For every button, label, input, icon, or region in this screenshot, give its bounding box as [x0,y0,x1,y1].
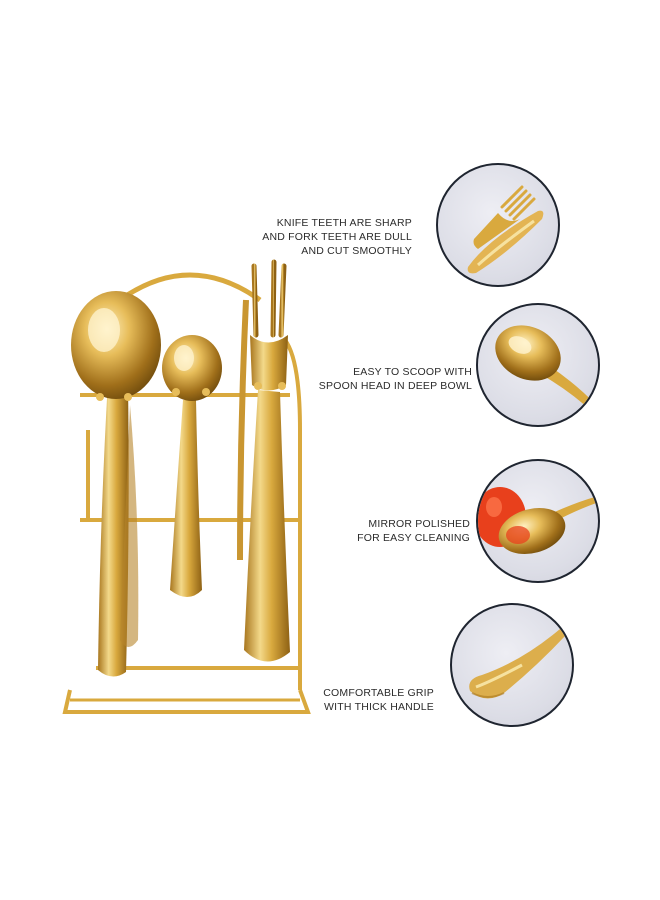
feature-caption-line: SPOON HEAD IN DEEP BOWL [318,380,472,392]
stand-hooks [96,382,286,401]
feature-caption-mirror-polish: MIRROR POLISHED FOR EASY CLEANING [260,517,470,545]
large-spoon [71,291,161,677]
feature-caption-thick-handle: COMFORTABLE GRIP WITH THICK HANDLE [224,686,434,714]
fork-knife-closeup-icon [436,163,560,287]
spoon-bowl-closeup-icon [476,303,600,427]
large-fork [237,259,290,662]
feature-caption-line: EASY TO SCOOP WITH [353,366,472,378]
handle-closeup-icon [450,603,574,727]
small-spoon [162,335,222,597]
feature-caption-line: WITH THICK HANDLE [324,701,434,713]
feature-caption-line: AND CUT SMOOTHLY [301,245,412,257]
feature-caption-line: FOR EASY CLEANING [357,532,470,544]
feature-caption-sharp-teeth: KNIFE TEETH ARE SHARP AND FORK TEETH ARE… [202,216,412,258]
feature-caption-line: COMFORTABLE GRIP [323,687,434,699]
stand-back-rods [94,202,283,304]
feature-caption-deep-bowl: EASY TO SCOOP WITH SPOON HEAD IN DEEP BO… [262,365,472,393]
spoon-reflection-closeup-icon [476,459,600,583]
feature-caption-line: KNIFE TEETH ARE SHARP [276,217,412,229]
feature-caption-line: AND FORK TEETH ARE DULL [262,231,412,243]
feature-caption-line: MIRROR POLISHED [368,518,470,530]
